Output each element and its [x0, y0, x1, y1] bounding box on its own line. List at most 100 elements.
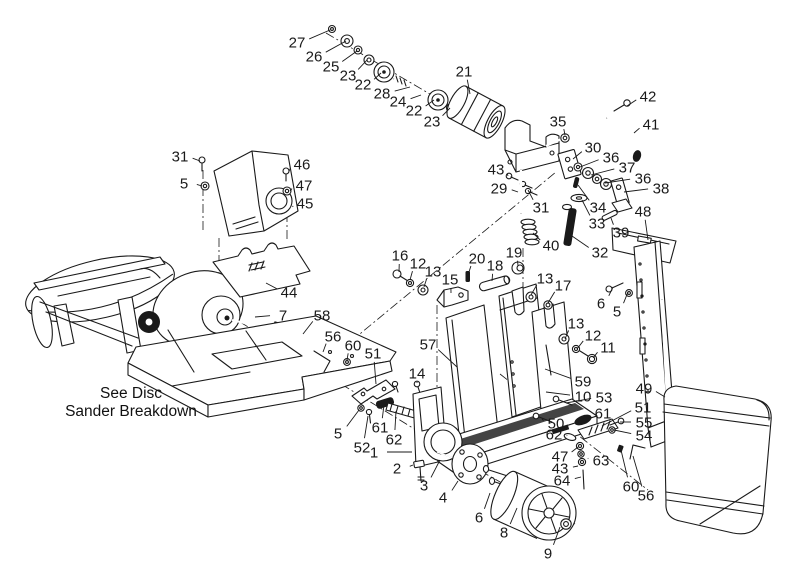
part-36-washer [599, 177, 613, 191]
leader-line-24 [410, 94, 422, 100]
leader-line-12 [576, 340, 584, 350]
part-number-label-62: 62 [386, 432, 403, 449]
part-number-label-30: 30 [585, 140, 602, 157]
part-number-label-33: 33 [589, 216, 606, 233]
part-number-label-13: 13 [537, 271, 554, 288]
leader-line-53 [565, 397, 592, 404]
part-number-label-11: 11 [600, 340, 616, 357]
part-number-label-10: 10 [575, 389, 592, 406]
part-33-washer [570, 193, 588, 203]
sanding-disc-edge [31, 295, 53, 349]
part-62-pin [563, 433, 577, 441]
part-number-label-12: 12 [585, 328, 602, 345]
part-13-washer [525, 291, 537, 303]
part-5-washer [200, 181, 210, 191]
part-number-label-60: 60 [345, 338, 362, 355]
part-number-label-19: 19 [506, 245, 523, 262]
part-number-label-35: 35 [550, 114, 567, 131]
part-56-wrench [629, 444, 646, 460]
part-number-label-44: 44 [281, 285, 298, 302]
leader-line-34 [577, 184, 590, 201]
leader-line-40 [532, 232, 541, 241]
part-number-label-23: 23 [340, 68, 357, 85]
part-37-washer [581, 166, 595, 180]
part-number-label-62: 62 [546, 427, 563, 444]
leader-line-31 [192, 157, 201, 162]
leader-line-22 [425, 99, 435, 107]
leader-line-32 [571, 235, 589, 248]
leader-line-3 [430, 459, 441, 478]
part-number-label-13: 13 [568, 316, 585, 333]
part-number-label-48: 48 [635, 204, 652, 221]
leader-line-60 [346, 353, 349, 361]
tension-bracket-assembly [504, 99, 642, 247]
part-number-label-5: 5 [180, 176, 188, 193]
part-number-label-39: 39 [613, 225, 630, 242]
leader-line-6 [483, 492, 491, 509]
part-number-label-6: 6 [475, 510, 483, 527]
part-43-nut [577, 457, 587, 467]
leader-line-56 [632, 455, 643, 487]
leader-line-36 [579, 159, 599, 168]
part-number-label-21: 21 [456, 64, 473, 81]
leader-line-36 [604, 178, 631, 184]
part-number-label-31: 31 [172, 149, 189, 166]
leader-line-29 [511, 189, 519, 193]
part-number-label-20: 20 [469, 251, 486, 268]
leader-line-37 [590, 168, 615, 176]
part-53-screw [552, 395, 560, 403]
leader-line-31 [527, 189, 534, 201]
part-number-label-36: 36 [635, 171, 652, 188]
leader-line-48 [644, 219, 649, 241]
part-number-label-38: 38 [653, 181, 670, 198]
part-number-label-60: 60 [623, 479, 640, 496]
leader-line-5 [196, 184, 203, 187]
leader-line-43 [506, 173, 509, 177]
note-line-2: Sander Breakdown [65, 403, 197, 420]
leader-line-25 [341, 50, 358, 62]
part-number-label-63: 63 [593, 453, 610, 470]
leader-line-10 [545, 391, 571, 396]
leader-line-58 [302, 321, 314, 335]
leader-line-61 [584, 415, 592, 421]
part-number-label-47: 47 [552, 449, 569, 466]
part-number-label-37: 37 [619, 160, 636, 177]
part-number-label-32: 32 [592, 245, 609, 262]
drum-yoke-bracket [504, 119, 560, 173]
part-number-label-3: 3 [420, 478, 428, 495]
part-23-washer [363, 54, 375, 66]
part-9-nut [560, 518, 572, 530]
part-number-label-2: 2 [393, 461, 401, 478]
idler-shaft-assembly [327, 24, 506, 139]
fence [33, 256, 166, 291]
part-52-screw [365, 408, 373, 416]
part-number-label-28: 28 [374, 86, 391, 103]
part-number-label-53: 53 [596, 390, 613, 407]
leader-line-35 [563, 128, 566, 136]
part-12-washer [405, 278, 415, 288]
leader-line-62 [394, 410, 397, 431]
leader-line-33 [581, 199, 591, 216]
leader-line-13 [564, 330, 570, 340]
leader-line-57 [437, 349, 458, 368]
leader-line-6 [608, 286, 614, 296]
leader-line-46 [288, 168, 291, 172]
part-49-sanding-belt [662, 385, 772, 535]
leader-line-44 [265, 282, 278, 290]
part-63-washer [577, 450, 585, 458]
leader-line-56 [322, 343, 327, 353]
part-number-label-40: 40 [543, 238, 560, 255]
part-number-label-9: 9 [544, 546, 552, 563]
leader-line-12 [409, 271, 413, 281]
part-number-label-8: 8 [500, 525, 508, 542]
part-55-screw [617, 417, 625, 425]
part-number-label-27: 27 [289, 35, 306, 52]
leader-line-13 [530, 284, 538, 296]
leader-line-50 [541, 418, 544, 421]
screw [391, 380, 399, 388]
note-leader-line [171, 371, 251, 387]
leader-line-51 [373, 361, 377, 385]
part-60-set-screw [617, 444, 624, 453]
